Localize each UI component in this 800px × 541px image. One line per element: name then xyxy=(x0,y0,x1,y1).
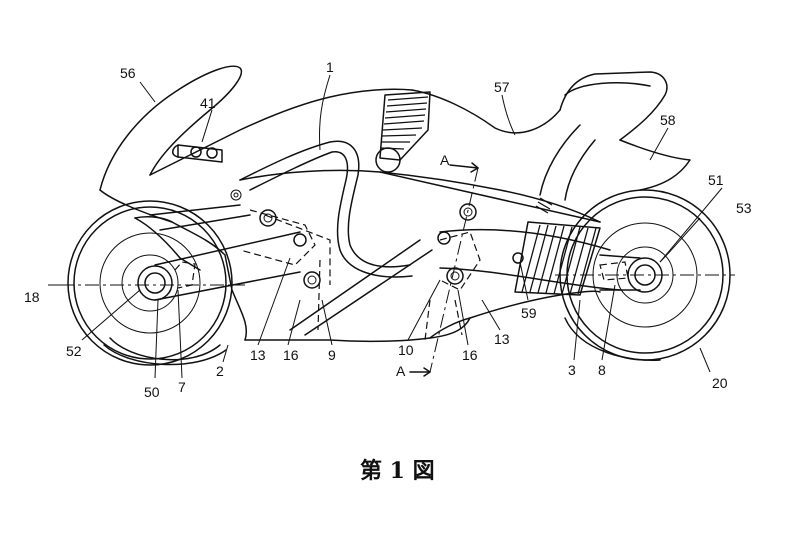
figure-caption: 第 1 図 xyxy=(360,458,435,484)
label-41: 41 xyxy=(200,95,216,111)
rear-swingarm xyxy=(154,189,331,331)
front-swingarm xyxy=(424,203,641,341)
shock-absorber xyxy=(535,197,553,214)
label-51: 51 xyxy=(708,172,724,188)
label-13-left: 13 xyxy=(250,347,266,363)
label-3: 3 xyxy=(568,362,576,378)
label-18: 18 xyxy=(24,289,40,305)
label-16-left: 16 xyxy=(283,347,299,363)
label-10: 10 xyxy=(398,342,414,358)
fairing-body xyxy=(99,65,691,343)
label-8: 8 xyxy=(598,362,606,378)
label-7: 7 xyxy=(178,379,186,395)
front-wheel xyxy=(555,189,735,361)
label-16-right: 16 xyxy=(462,347,478,363)
label-53: 53 xyxy=(736,200,752,216)
label-52: 52 xyxy=(66,343,82,359)
label-13-right: 13 xyxy=(494,331,510,347)
label-56: 56 xyxy=(120,65,136,81)
label-9: 9 xyxy=(328,347,336,363)
handlebar-41 xyxy=(172,144,223,163)
rear-wheel xyxy=(60,200,245,366)
label-2: 2 xyxy=(216,363,224,379)
label-57: 57 xyxy=(494,79,510,95)
intake-hatch-57 xyxy=(375,91,431,173)
label-59: 59 xyxy=(521,305,537,321)
reference-numerals: 56 41 1 57 58 A 51 53 18 52 50 7 2 13 16… xyxy=(24,59,752,400)
label-50: 50 xyxy=(144,384,160,400)
label-58: 58 xyxy=(660,112,676,128)
section-line-a-a xyxy=(409,162,479,377)
leader-lines xyxy=(48,74,723,379)
label-1: 1 xyxy=(326,59,334,75)
label-20: 20 xyxy=(712,375,728,391)
label-a-bottom: A xyxy=(396,363,406,379)
label-a-top: A xyxy=(440,152,450,168)
